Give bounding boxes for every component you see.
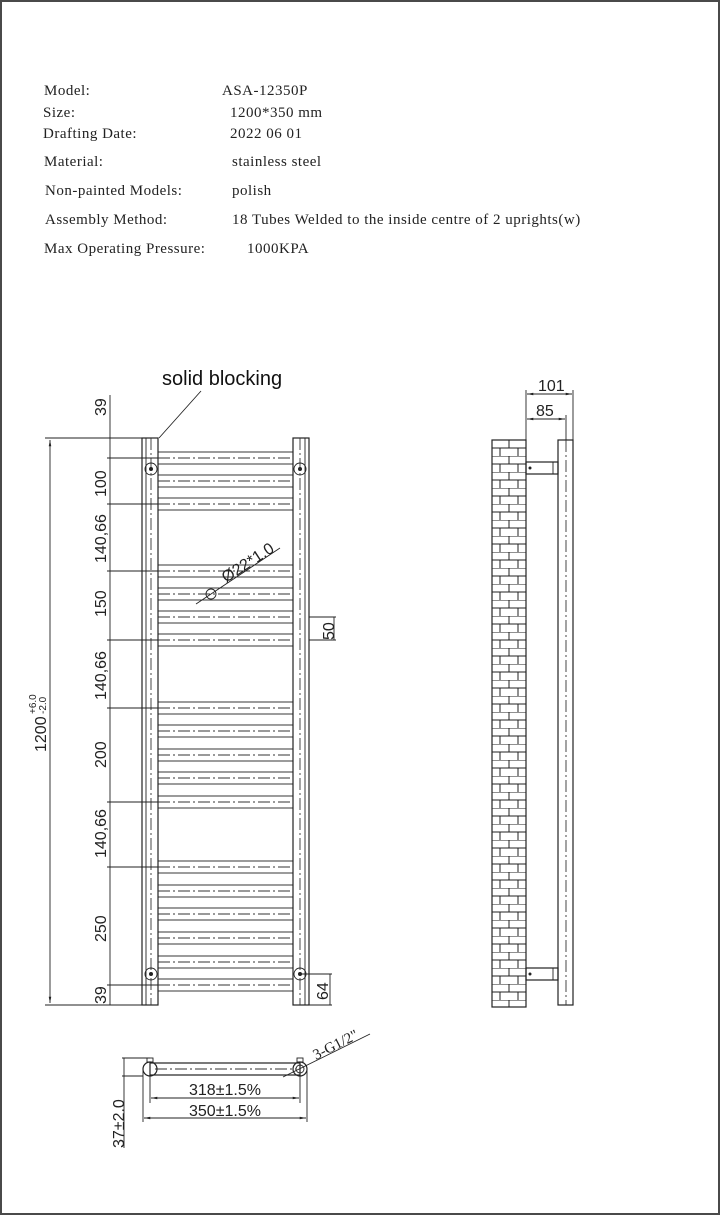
dim-top-39: 39: [93, 398, 110, 416]
dim-150: 150: [93, 590, 110, 617]
dim-350: 350±1.5%: [189, 1103, 261, 1120]
dim-200: 200: [93, 741, 110, 768]
spec-label: Non-painted Models:: [45, 183, 183, 199]
dim-140-66-c: 140,66: [93, 809, 110, 858]
overall-height-dim: 1200 +6.0 -2.0: [28, 694, 50, 752]
solid-blocking-label: solid blocking: [162, 368, 282, 390]
dim-140-66-b: 140,66: [93, 651, 110, 700]
dim-100: 100: [93, 470, 110, 497]
dim-37: 37±2.0: [111, 1099, 128, 1148]
spec-value: stainless steel: [232, 154, 322, 170]
mounting-point-icon: [144, 462, 307, 981]
svg-text:-2.0: -2.0: [38, 696, 49, 714]
dim-64: 64: [315, 982, 332, 1000]
tube-group-3: [157, 701, 294, 809]
tube-group-1: [157, 451, 294, 511]
spec-label: Assembly Method:: [45, 212, 168, 228]
spec-value: 1000KPA: [247, 241, 310, 257]
front-view: solid blocking: [28, 368, 338, 1006]
spec-label: Model:: [44, 83, 91, 99]
dim-250: 250: [93, 915, 110, 942]
spec-value: 18 Tubes Welded to the inside centre of …: [232, 212, 581, 228]
dim-bottom-39: 39: [93, 986, 110, 1004]
spec-value: polish: [232, 183, 272, 199]
wall-brick: [491, 439, 527, 1008]
side-view: 101 85: [491, 378, 574, 1008]
right-upright: [292, 437, 310, 1006]
connection-note: 3-G1/2": [311, 1027, 362, 1063]
side-upright: [557, 439, 574, 1006]
spec-value: 2022 06 01: [230, 126, 303, 142]
spec-label: Material:: [44, 154, 104, 170]
left-upright: [141, 437, 159, 1006]
spec-value: 1200*350 mm: [230, 105, 323, 121]
tube-diameter-label: Ø22*1.0: [219, 540, 278, 586]
spec-label: Drafting Date:: [43, 126, 138, 142]
bottom-bracket: [525, 967, 559, 981]
top-bracket: [525, 461, 559, 475]
bottom-view: 3-G1/2" 318±1.5% 350±1.5% 37±2.0: [111, 1027, 371, 1148]
tube-group-4: [157, 860, 294, 992]
svg-text:+6.0: +6.0: [28, 694, 39, 714]
dim-101: 101: [538, 378, 565, 395]
dim-318: 318±1.5%: [189, 1082, 261, 1099]
callout-leader: [158, 390, 202, 439]
spec-label: Max Operating Pressure:: [44, 241, 206, 257]
dim-85: 85: [536, 403, 554, 420]
svg-text:1200: 1200: [33, 716, 50, 752]
spec-label: Size:: [43, 105, 76, 121]
dim-140-66-a: 140,66: [93, 514, 110, 563]
spec-value: ASA-12350P: [222, 83, 308, 99]
dim-50: 50: [321, 622, 338, 640]
tubes: [157, 451, 294, 992]
